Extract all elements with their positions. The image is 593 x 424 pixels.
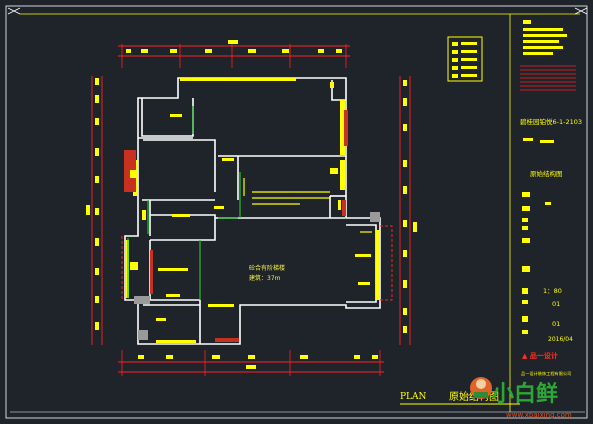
- balcony-edge: [121, 225, 393, 301]
- room-area: 建筑：37m: [249, 274, 281, 282]
- frame-corner-mark: [574, 7, 588, 15]
- frame-corner-mark: [7, 7, 21, 15]
- legend-box: [447, 36, 483, 82]
- plan-label-text: PLAN: [400, 392, 427, 402]
- sheet-value: 01: [552, 300, 560, 308]
- watermark: 小白鲜 www.xbaixing.com: [470, 377, 572, 419]
- bottom-dimension: [118, 350, 384, 376]
- fixture-lines: [243, 178, 372, 233]
- room-name: 砼合有阶梯楼: [249, 264, 285, 272]
- drawing-name: 原始结构图: [530, 169, 563, 178]
- watermark-logo: 小白鲜: [492, 381, 558, 407]
- left-dimension: [86, 76, 103, 345]
- structural-columns: [134, 212, 380, 340]
- date-value: 2016/04: [548, 336, 573, 343]
- count-value: 01: [552, 320, 560, 328]
- titleblock-header-lines: [523, 20, 567, 55]
- green-annotations: [127, 106, 241, 300]
- room-markers: [130, 82, 371, 321]
- drawing-frame: [5, 5, 588, 419]
- title-block: 碧桂园铂悦6-1-2103 原始结构图 1：80 01 01 2016/04 ▲…: [520, 20, 582, 377]
- scale-value: 1：80: [543, 287, 562, 295]
- right-dimension: [399, 76, 417, 345]
- titleblock-red-lines: [520, 65, 576, 91]
- wall-section-marks: [124, 110, 348, 342]
- company-logo: ▲ 品一设计: [522, 351, 558, 360]
- top-dimension: [118, 40, 350, 68]
- company-subtitle: 品一设计装饰工程有限公司: [521, 370, 571, 377]
- project-name: 碧桂园铂悦6-1-2103: [520, 117, 582, 126]
- window-openings: [126, 78, 380, 343]
- watermark-url: www.xbaixing.com: [506, 411, 572, 419]
- titleblock-field-marks: [522, 192, 551, 334]
